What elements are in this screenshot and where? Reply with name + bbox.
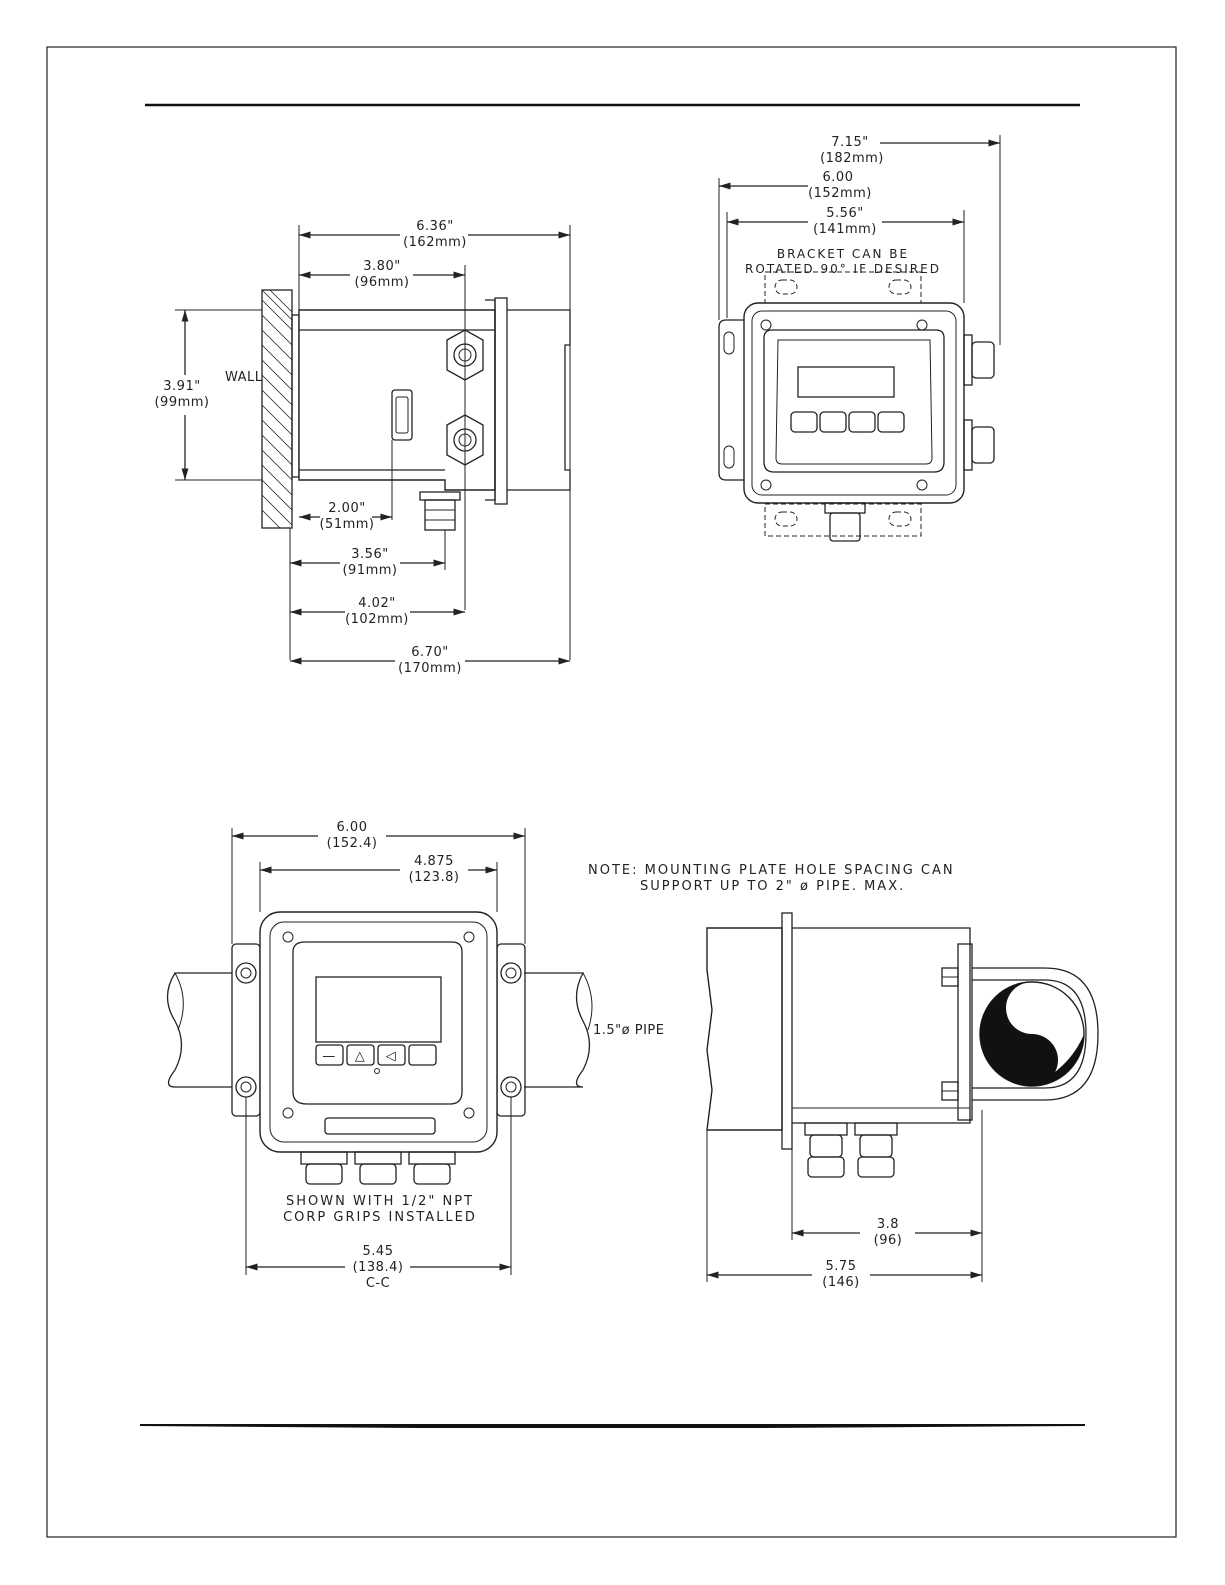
dim-575-in: 5.75 — [826, 1259, 857, 1274]
dim-38-in: 3.8 — [877, 1217, 899, 1232]
pipe-label: 1.5"ø PIPE — [593, 1023, 664, 1038]
enclosure-side — [298, 309, 496, 491]
dim-4875-in: 4.875 — [414, 854, 454, 869]
pipe-side-view: NOTE: MOUNTING PLATE HOLE SPACING CAN SU… — [588, 863, 1099, 1290]
front-button-2 — [819, 411, 847, 433]
dim-636-in: 6.36" — [416, 219, 453, 234]
pipe-left — [166, 972, 232, 1088]
dim-670-in: 6.70" — [411, 645, 448, 660]
dim-556-mm: (141mm) — [813, 222, 877, 237]
dim-600-in: 6.00 — [823, 170, 854, 185]
dim-600-pipe-in: 6.00 — [337, 820, 368, 835]
dim-715-mm: (182mm) — [820, 151, 884, 166]
pipe-front-display — [315, 976, 442, 1043]
dim-391-in: 3.91" — [163, 379, 200, 394]
dim-556-in: 5.56" — [826, 206, 863, 221]
dim-356-mm: (91mm) — [342, 563, 397, 578]
dim-715-in: 7.15" — [831, 135, 868, 150]
page-border — [46, 46, 1177, 1538]
dim-545-cc: C-C — [366, 1276, 390, 1291]
dim-600-pipe-mm: (152.4) — [327, 836, 378, 851]
dim-545-in: 5.45 — [363, 1244, 394, 1259]
grips-note-line-2: CORP GRIPS INSTALLED — [283, 1210, 477, 1225]
button-glyph-3: ◁ — [386, 1049, 397, 1064]
bracket-note-line-1: BRACKET CAN BE — [777, 247, 909, 261]
front-view: 7.15" (182mm) 6.00 (152mm) 5.56" (141mm)… — [718, 135, 1001, 542]
dim-380-in: 3.80" — [363, 259, 400, 274]
dim-356-in: 3.56" — [351, 547, 388, 562]
dim-636-mm: (162mm) — [403, 235, 467, 250]
front-button-4 — [877, 411, 905, 433]
dim-380-mm: (96mm) — [354, 275, 409, 290]
wall-label: WALL — [225, 370, 263, 385]
button-glyph-2: △ — [355, 1049, 366, 1064]
grips-note-line-1: SHOWN WITH 1/2" NPT — [286, 1194, 474, 1209]
dim-670-mm: (170mm) — [398, 661, 462, 676]
dim-575-mm: (146) — [822, 1275, 859, 1290]
dim-200-in: 2.00" — [328, 501, 365, 516]
dim-200-mm: (51mm) — [319, 517, 374, 532]
side-view: 6.36" (162mm) 3.80" (96mm) 3.91" (99mm) … — [154, 219, 571, 676]
enclosure-pipe-side — [706, 927, 783, 1131]
dim-38-mm: (96) — [874, 1233, 903, 1248]
dim-4875-mm: (123.8) — [409, 870, 460, 885]
pipe-note-line-1: NOTE: MOUNTING PLATE HOLE SPACING CAN — [588, 863, 955, 878]
dim-600-mm: (152mm) — [808, 186, 872, 201]
bracket-note-line-2: ROTATED 90° IF DESIRED — [745, 262, 941, 276]
dim-402-mm: (102mm) — [345, 612, 409, 627]
pipe-right — [524, 972, 591, 1088]
button-glyph-1: — — [322, 1049, 336, 1064]
footer-rule — [140, 1424, 1085, 1428]
pipe-note-line-2: SUPPORT UP TO 2" ø PIPE. MAX. — [640, 879, 905, 894]
dim-402-in: 4.02" — [358, 596, 395, 611]
front-display — [797, 366, 895, 398]
dim-391-mm: (99mm) — [154, 395, 209, 410]
pipe-front-view: — △ ◁ 6.00 (152.4) 4.875 (123.8) 1.5"ø P… — [166, 820, 664, 1291]
front-button-1 — [790, 411, 818, 433]
dim-545-mm: (138.4) — [353, 1260, 404, 1275]
wall-hatching — [261, 289, 293, 529]
front-button-3 — [848, 411, 876, 433]
